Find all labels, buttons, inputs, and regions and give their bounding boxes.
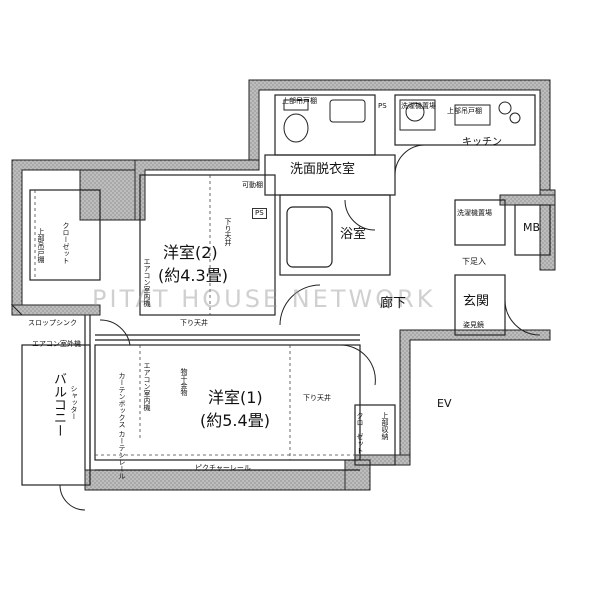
interior-lines — [21, 94, 551, 486]
wall-segment — [10, 304, 101, 316]
mb-outline — [514, 204, 551, 256]
wall-segment — [134, 159, 260, 221]
upper-toilet-shelf-label: 上部吊戸棚 — [282, 97, 317, 105]
wall-hanging-1-label: エアコン室内機 — [143, 362, 151, 411]
shutter-label: シャッター — [70, 385, 78, 420]
ev-label: EV — [437, 397, 452, 410]
upper-kitchen-shelf-label: 上部吊戸棚 — [447, 107, 482, 115]
shoe-cabinet-label: 下足入 — [462, 257, 486, 266]
ps-mid-label: PS — [252, 208, 267, 219]
stove-burner — [498, 101, 512, 115]
washbasin — [329, 99, 366, 123]
western2-outline — [139, 174, 276, 316]
door-swings — [59, 144, 541, 511]
kitchen-outline — [394, 94, 536, 146]
exterior-walls — [10, 79, 556, 491]
clothes-pole-label: 物干金物 — [180, 368, 188, 396]
western-room-1-size: (約5.4畳) — [200, 411, 270, 430]
wall-hanging-2-label: エアコン室内機 — [143, 258, 151, 307]
door-arc — [344, 199, 376, 231]
balcony-label: バルコニー — [51, 372, 66, 437]
toilet-fixture — [283, 113, 309, 143]
washer-pan — [405, 102, 425, 122]
curtain-box-label: カーテンボックス カーテンレール — [118, 372, 126, 480]
bathtub — [286, 206, 333, 268]
closet-left-label: クローゼット — [62, 222, 70, 264]
upper-shelf-left-label: 上部吊戸棚 — [37, 228, 45, 263]
shoe-box-label: 姿見鏡 — [463, 321, 484, 329]
closet-right-label: クローゼット — [356, 412, 364, 454]
aircon-outdoor-label: エアコン室外機 — [32, 340, 81, 348]
door-arc — [59, 484, 86, 511]
closet-left-outline — [29, 189, 101, 281]
stove-burner — [509, 112, 521, 124]
wall-segment — [399, 329, 551, 461]
lowered-ceiling-label-2: 下り天井 — [180, 319, 208, 327]
lowered-ceiling-label-1: 下り天井 — [224, 218, 232, 246]
washer-area — [399, 99, 436, 131]
toilet-tank — [283, 99, 309, 111]
ps-top-label: PS — [378, 102, 387, 110]
western1-outline — [94, 344, 361, 461]
washer-space-2-label: 洗濯機置場 — [457, 209, 492, 217]
wall-segment — [79, 169, 136, 221]
wall-segment — [539, 189, 556, 271]
fixtures — [283, 99, 521, 143]
washroom-label: 洗面脱衣室 — [290, 162, 356, 177]
lowered-ceiling-label-3: 下り天井 — [303, 394, 331, 402]
kitchen-label: キッチン — [462, 137, 502, 148]
western-room-1-name: 洋室(1) — [208, 388, 263, 407]
dashed-lines — [34, 175, 360, 460]
door-arc — [279, 284, 321, 326]
shoe-box-outline — [454, 199, 506, 246]
door-arc — [339, 344, 376, 386]
mb-label: MB — [523, 221, 541, 234]
watermark: PITAT HOUSE NETWORK — [92, 285, 436, 313]
wall-segment — [11, 159, 136, 316]
corridor-label: 廊下 — [380, 296, 407, 311]
washer-space-label: 洗濯機置場 — [401, 102, 436, 110]
entrance-label: 玄関 — [463, 294, 490, 309]
wall-segment — [84, 469, 361, 491]
wall-segment — [499, 194, 556, 206]
closet-right-outline — [354, 404, 396, 466]
movable-shelf-label: 可動棚 — [242, 181, 263, 189]
door-arc — [504, 299, 541, 336]
slop-sink-label: スロップシンク — [28, 319, 77, 327]
bath-outline — [279, 194, 391, 276]
kitchen-sink — [454, 104, 491, 126]
upper-shelf-right-label: 上部収納 — [381, 412, 389, 440]
western-room-2-size: (約4.3畳) — [158, 266, 228, 285]
wall-segment — [344, 459, 371, 491]
bath-label: 浴室 — [340, 227, 367, 242]
western-room-2-name: 洋室(2) — [163, 243, 218, 262]
picture-rail-label: ピクチャーレール — [195, 464, 251, 472]
door-arc — [394, 144, 426, 176]
door-arc — [99, 319, 131, 346]
